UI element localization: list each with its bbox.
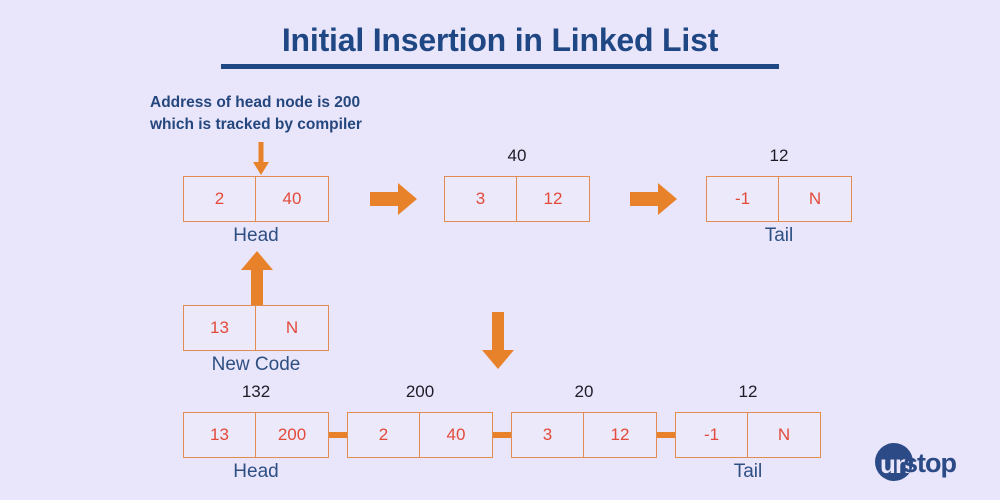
logo-un-text: un xyxy=(880,449,911,479)
title-underline xyxy=(221,64,779,69)
bottom-node-3-address: 20 xyxy=(574,382,594,401)
bottom-node-2-next: 40 xyxy=(446,425,466,444)
bottom-node-4-data: -1 xyxy=(676,413,748,457)
bottom-node-4-address: 12 xyxy=(738,382,758,401)
bottom-node-2: 2 40 xyxy=(347,412,493,458)
top-node-1-next: 40 xyxy=(282,189,302,208)
transition-down-arrow-icon xyxy=(482,312,514,369)
top-node-1: 2 40 xyxy=(183,176,329,222)
bottom-node-4: -1 N xyxy=(675,412,821,458)
page-title: Initial Insertion in Linked List xyxy=(281,22,719,58)
bottom-node-3: 3 12 xyxy=(511,412,657,458)
top-node-3: -1 N xyxy=(706,176,852,222)
bottom-node-3-next: 12 xyxy=(610,425,630,444)
new-node-up-arrow-icon xyxy=(241,251,273,307)
unstop-logo: un stop xyxy=(873,441,985,485)
new-node: 13 N xyxy=(183,305,329,351)
top-node-2-next: 12 xyxy=(543,189,563,208)
logo-circle-icon xyxy=(875,443,913,481)
caption-line-1: Address of head node is 200 xyxy=(150,94,361,111)
bottom-node-1: 13 200 xyxy=(183,412,329,458)
top-node-3-address: 12 xyxy=(769,146,789,165)
top-node-3-data: -1 xyxy=(707,177,779,221)
top-arrow-right-2-icon xyxy=(630,183,677,215)
bottom-node-1-label: Head xyxy=(233,461,279,482)
top-node-3-next: N xyxy=(808,189,822,208)
logo-stop-text: stop xyxy=(903,448,957,478)
top-node-2-data: 3 xyxy=(445,177,517,221)
bottom-node-3-data: 3 xyxy=(512,413,584,457)
caption-pointer-arrow-icon xyxy=(253,142,269,175)
top-node-2-address: 40 xyxy=(507,146,527,165)
bottom-node-4-next: N xyxy=(777,425,791,444)
top-node-3-label: Tail xyxy=(764,225,794,246)
top-arrow-right-1-icon xyxy=(370,183,417,215)
caption-line-2: which is tracked by compiler xyxy=(150,116,362,133)
new-node-label: New Code xyxy=(211,354,301,375)
new-node-next: N xyxy=(285,318,299,337)
bottom-node-1-next: 200 xyxy=(277,425,307,444)
new-node-data: 13 xyxy=(184,306,256,350)
bottom-node-1-address: 132 xyxy=(241,382,271,401)
top-node-1-label: Head xyxy=(233,225,279,246)
top-node-2: 3 12 xyxy=(444,176,590,222)
bottom-node-1-data: 13 xyxy=(184,413,256,457)
bottom-node-4-label: Tail xyxy=(733,461,763,482)
caption-text: Address of head node is 200 which is tra… xyxy=(150,92,362,136)
bottom-node-2-data: 2 xyxy=(348,413,420,457)
top-node-1-data: 2 xyxy=(184,177,256,221)
bottom-node-2-address: 200 xyxy=(405,382,435,401)
